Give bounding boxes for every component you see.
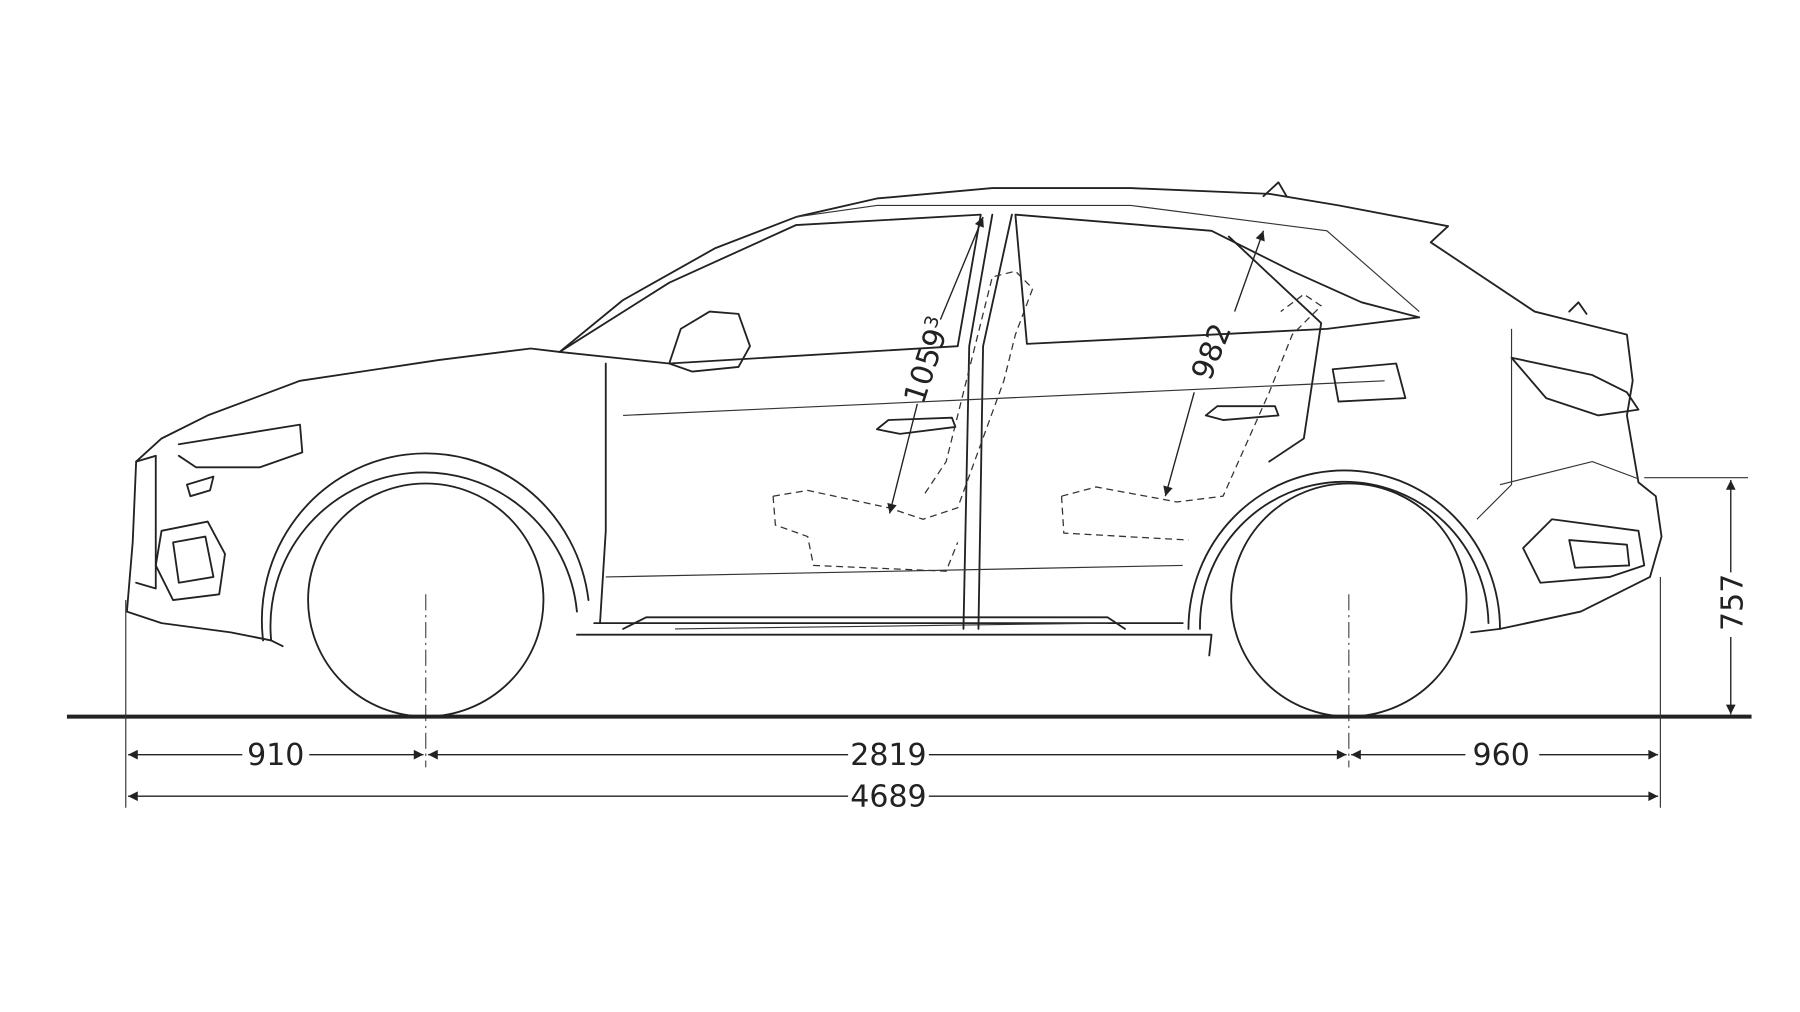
- wheels: [307, 482, 1468, 768]
- rear-height-label: 757: [1715, 574, 1750, 631]
- dimension-rear-headroom: 982: [1163, 230, 1265, 497]
- dimension-rear-height: 757: [1715, 480, 1750, 715]
- dimension-front-overhang: 910: [128, 738, 424, 773]
- rear-overhang-label: 960: [1473, 738, 1530, 773]
- wheelbase-label: 2819: [850, 738, 926, 773]
- car-body: [125, 181, 1663, 657]
- dimension-rear-overhang: 960: [1351, 738, 1659, 773]
- rear-headroom-label: 982: [1185, 319, 1239, 385]
- overall-length-label: 4689: [850, 780, 926, 815]
- front-overhang-label: 910: [247, 738, 304, 773]
- dimension-overall-length: 4689: [128, 780, 1659, 815]
- dimension-wheelbase: 2819: [428, 738, 1347, 773]
- front-headroom-label: 10593: [897, 313, 958, 408]
